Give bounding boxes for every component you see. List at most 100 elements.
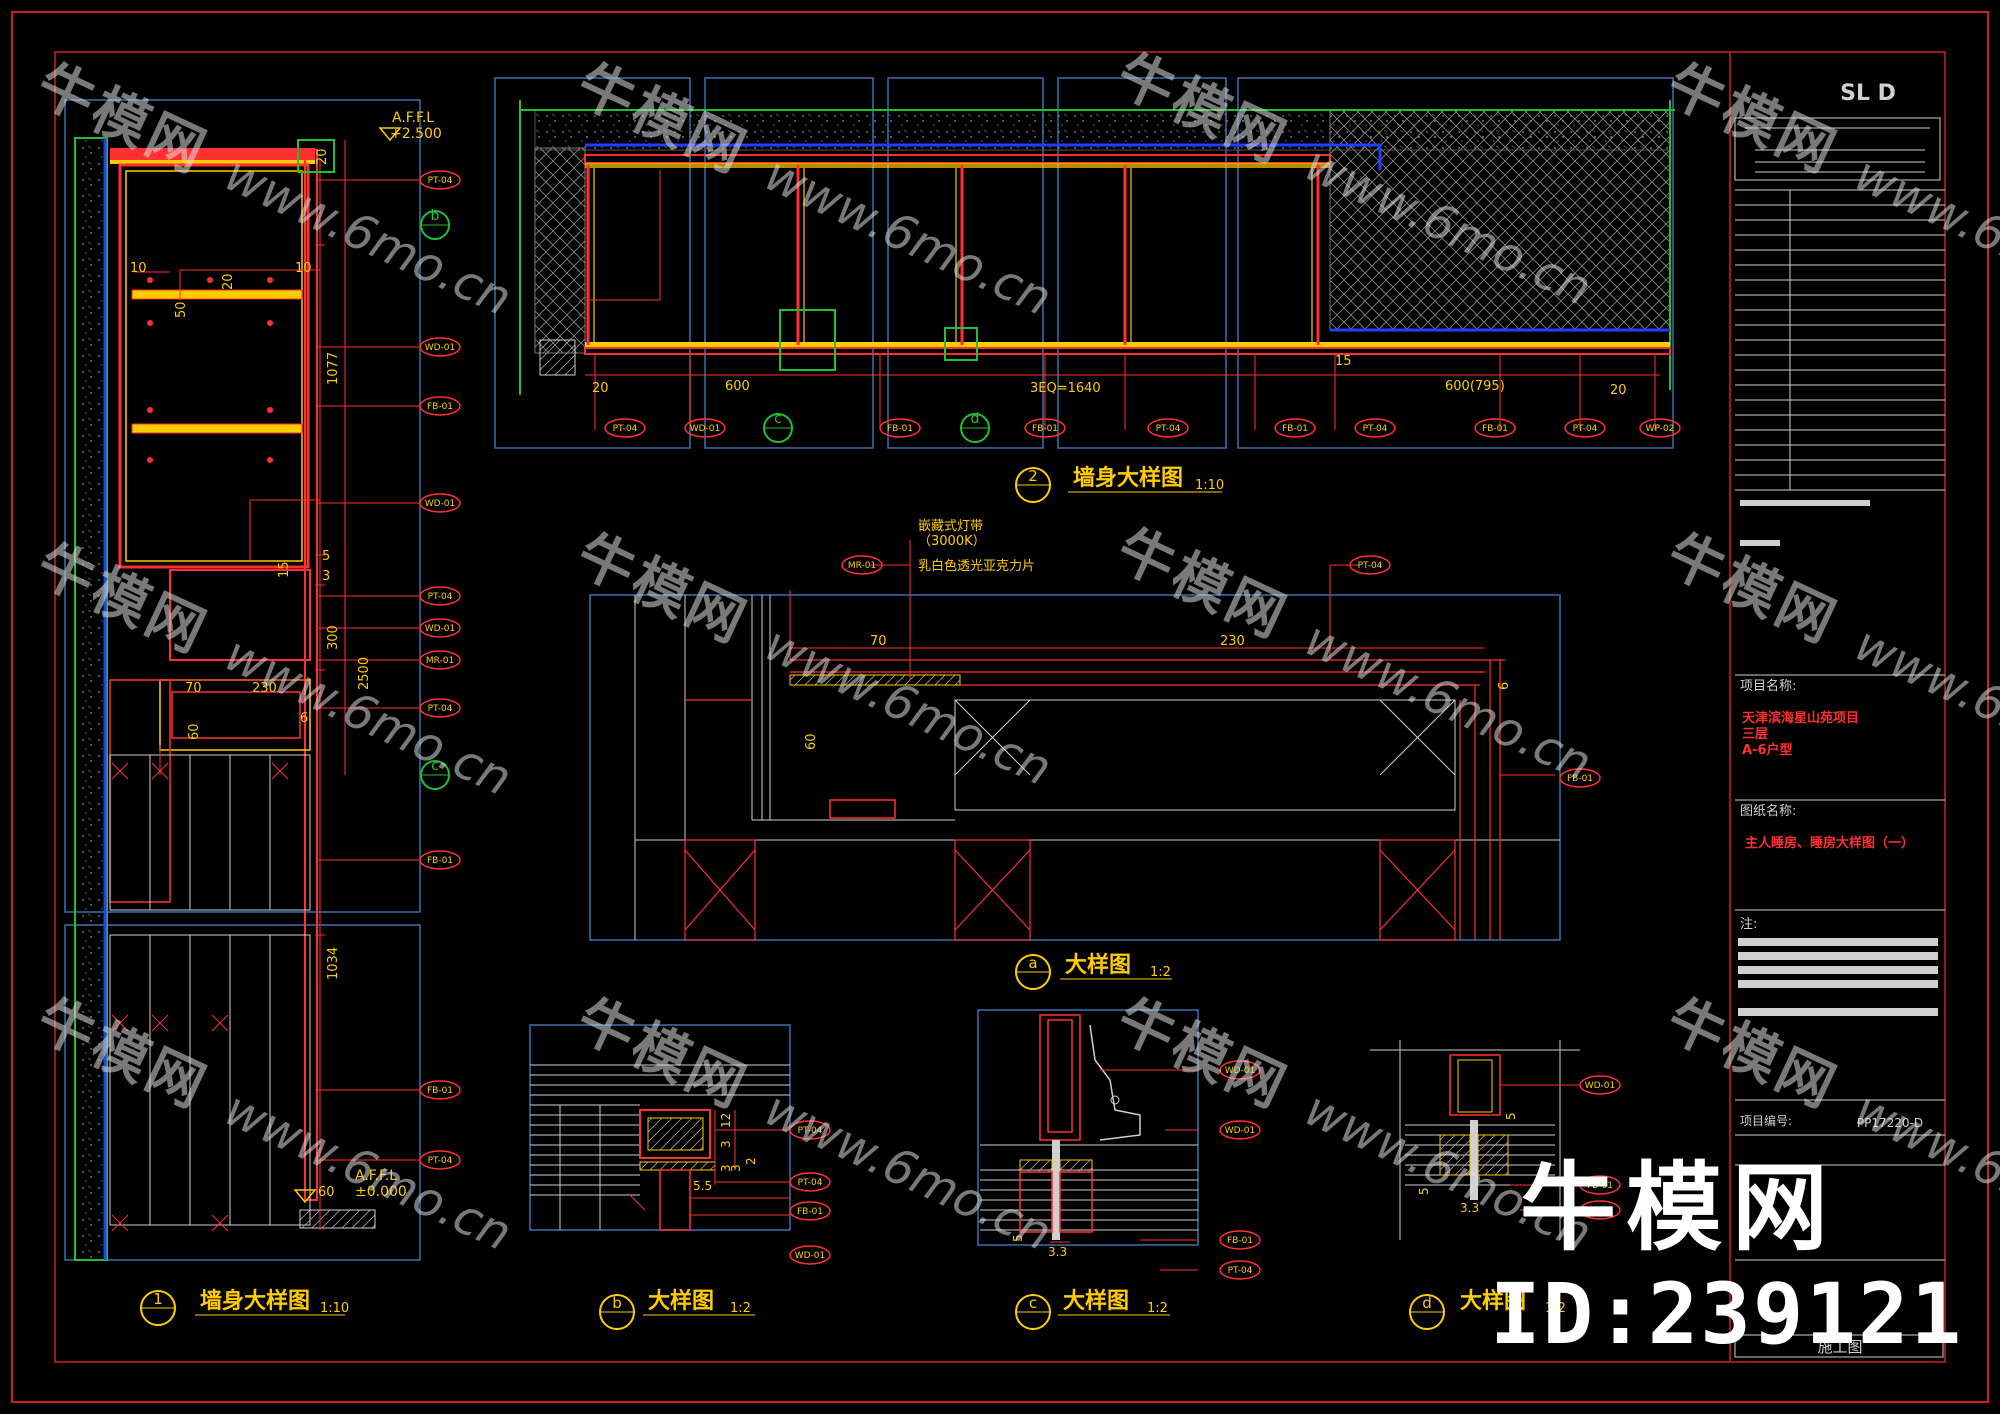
va-dim-70: 70 — [870, 634, 887, 649]
titleblock-drawing-label: 图纸名称: — [1740, 803, 1796, 819]
v1-tag-6: MR-01 — [426, 656, 454, 666]
view-b-detail: 12 3 2 3 3 5.5 PT-04 PT-04 FB-01 WD-01 — [529, 1024, 831, 1265]
titleblock-project-line-1: 三层 — [1742, 727, 1768, 742]
vd-tag-2: PT-04 — [1588, 1206, 1613, 1216]
v2-tag-4: PT-04 — [1156, 424, 1181, 434]
v1-tag-10: PT-04 — [428, 1156, 453, 1166]
v1-tag-2: FB-01 — [427, 402, 453, 412]
sheet-outer-border — [11, 11, 1989, 1403]
v1-dim-60b: 60 — [318, 1185, 335, 1200]
elev-bot-line1-line2: ±0.000 — [355, 1184, 407, 1200]
vc-dim-33: 3.3 — [1048, 1245, 1067, 1259]
brand-overlay: 牛模网 ID:239121 — [1490, 1152, 1961, 1363]
title-block: SL D — [1734, 81, 1945, 1358]
vb-dim-3c: 3 — [729, 1164, 743, 1172]
view-d-detail: 5 5 3.3 WD-01 FB-01 PT-04 — [1370, 1040, 1621, 1240]
v2-dim-20a: 20 — [592, 381, 609, 396]
va-title-num: a — [1028, 954, 1037, 972]
v2-dim-600: 600 — [725, 379, 750, 394]
vd-tag-1: FB-01 — [1587, 1181, 1613, 1191]
titleblock-code-label: 项目编号: — [1740, 1113, 1792, 1128]
v1-dim-230: 230 — [252, 681, 277, 696]
titleblock-notes-label: 注: — [1740, 917, 1757, 932]
va-tag-1: PT-04 — [1358, 561, 1383, 571]
v2-dim-600b: 600(795) — [1445, 379, 1505, 394]
vb-dim-2: 2 — [744, 1157, 758, 1165]
vb-dim-3b: 3 — [719, 1164, 733, 1172]
vd-dim-5: 5 — [1504, 1112, 1518, 1120]
vb-dim-55: 5.5 — [693, 1179, 712, 1193]
v1-scale: 1:10 — [320, 1301, 349, 1316]
titleblock-drawing-name: 主人睡房、睡房大样图（一） — [1745, 835, 1914, 851]
v1-dim-300: 300 — [326, 625, 341, 650]
vb-title: 大样图 — [648, 1288, 714, 1314]
v1-tag-7: PT-04 — [428, 704, 453, 714]
v1-dim-20: 20 — [221, 273, 236, 290]
v2-tag-8: PT-04 — [1573, 424, 1598, 434]
va-note-1-text-line2: （3000K） — [918, 534, 986, 549]
v1-dim-20t: 20 — [315, 148, 330, 165]
elev-top-label: A.F.F.L+2.500 — [390, 110, 442, 142]
brand-name: 牛模网 — [1520, 1152, 1838, 1264]
vd-tag-0: WD-01 — [1585, 1081, 1616, 1091]
v1-dim-10a: 10 — [130, 261, 147, 276]
va-dim-6: 6 — [1497, 682, 1512, 690]
v2-marker-d: d — [971, 411, 980, 427]
va-title: 大样图 — [1065, 952, 1131, 978]
v1-dim-6: 6 — [300, 711, 308, 726]
v1-tag-0: PT-04 — [428, 176, 453, 186]
vd-scale: 1:2 — [1545, 1301, 1566, 1316]
view-2-wall-plan: c d 20 600 3EQ=1640 600(795) 20 15 PT-04… — [494, 77, 1681, 449]
v2-scale: 1:10 — [1195, 478, 1224, 493]
titleblock-project-line-2: A-6户型 — [1742, 742, 1793, 758]
vb-tag-2: FB-01 — [797, 1207, 823, 1217]
v1-marker-c: c — [431, 758, 439, 774]
vc-tag-0: WD-01 — [1225, 1066, 1256, 1076]
vc-tag-1: WD-01 — [1225, 1126, 1256, 1136]
vd-dim-33: 3.3 — [1460, 1201, 1479, 1215]
elev-bot-line1: A.F.F.L — [355, 1168, 397, 1184]
vb-tag-3: WD-01 — [795, 1251, 826, 1261]
vd-dim-5b: 5 — [1417, 1187, 1431, 1195]
vb-tag-0: PT-04 — [798, 1126, 823, 1136]
vb-title-num: b — [612, 1294, 622, 1312]
v1-tag-1: WD-01 — [425, 343, 456, 353]
titleblock-project-label: 项目名称: — [1740, 678, 1796, 694]
v2-tag-0: PT-04 — [613, 424, 638, 434]
va-tag-2: FB-01 — [1567, 774, 1593, 784]
vc-dim-5: 5 — [1011, 1234, 1025, 1242]
vc-scale: 1:2 — [1147, 1301, 1168, 1316]
v1-dim-3: 3 — [322, 569, 330, 584]
vb-dim-3a: 3 — [719, 1140, 733, 1148]
vc-title-num: c — [1029, 1294, 1037, 1312]
view-c-detail: 5 3.3 WD-01 WD-01 FB-01 PT-04 — [977, 1009, 1261, 1280]
view-a-detail: 70 230 60 6 嵌藏式灯带（3000K） 乳白色透光亚克力片 MR-01… — [589, 519, 1601, 941]
titleblock-project-line-0: 天津滨海星山苑项目 — [1742, 710, 1859, 726]
va-note-1-text: 嵌藏式灯带 — [918, 519, 983, 534]
v2-dim-15: 15 — [1335, 354, 1352, 369]
titleblock-logo: SL D — [1840, 81, 1896, 106]
v1-title-num: 1 — [153, 1290, 163, 1308]
elev-top-line1-line2: +2.500 — [390, 126, 442, 142]
v1-tag-8: FB-01 — [427, 856, 453, 866]
va-note-1: 嵌藏式灯带（3000K） — [918, 519, 986, 549]
vb-dim-12: 12 — [719, 1113, 733, 1128]
v1-tag-4: PT-04 — [428, 592, 453, 602]
v1-tag-5: WD-01 — [425, 624, 456, 634]
view-titles: 1 墙身大样图 1:10 2 墙身大样图 1:10 a 大样图 1:2 b 大样… — [140, 465, 1566, 1330]
v1-dim-50: 50 — [174, 301, 189, 318]
v2-tag-5: FB-01 — [1282, 424, 1308, 434]
v2-tag-6: PT-04 — [1363, 424, 1388, 434]
v2-title-num: 2 — [1028, 467, 1038, 485]
vc-title: 大样图 — [1063, 1288, 1129, 1314]
va-dim-230: 230 — [1220, 634, 1245, 649]
v1-tag-3: WD-01 — [425, 499, 456, 509]
v1-tag-9: FB-01 — [427, 1086, 453, 1096]
va-note-2: 乳白色透光亚克力片 — [918, 558, 1035, 574]
vb-scale: 1:2 — [730, 1301, 751, 1316]
va-dim-60: 60 — [804, 733, 819, 750]
v2-tag-3: FB-01 — [1032, 424, 1058, 434]
v1-dim-1034: 1034 — [326, 947, 341, 980]
view-1-wall-section: b c A.F.F.L+2.500 A.F.F.L±0.000 10 20 10… — [64, 99, 461, 1261]
vd-title: 大样图 — [1460, 1288, 1526, 1314]
